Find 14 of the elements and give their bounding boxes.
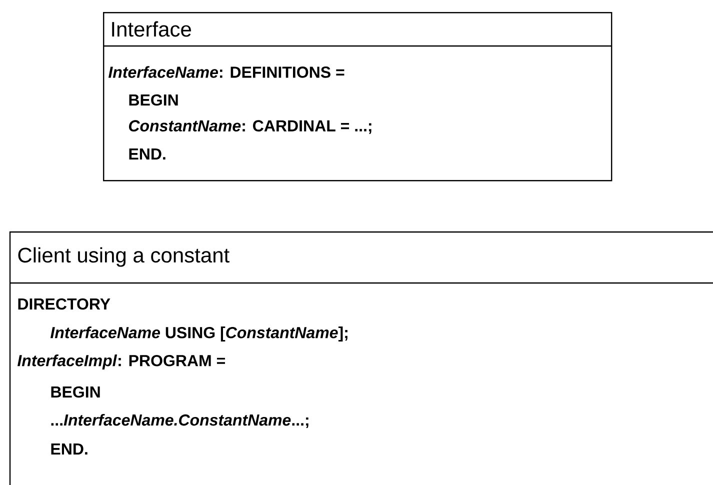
- box-title: Client using a constant: [18, 247, 230, 267]
- code-line: InterfaceName USING [ConstantName];: [50, 326, 348, 342]
- code-line: InterfaceName: DEFINITIONS =: [108, 66, 344, 78]
- code-line: InterfaceImpl: PROGRAM =: [18, 354, 225, 370]
- code-line: END.: [51, 443, 88, 454]
- box-title: Interface: [112, 21, 191, 37]
- code-line: BEGIN: [51, 386, 100, 398]
- code-box: [103, 12, 612, 182]
- code-line: ...InterfaceName.ConstantName...;: [51, 414, 308, 428]
- code-line: BEGIN: [129, 94, 178, 106]
- code-line: DIRECTORY: [18, 298, 110, 310]
- code-line: END.: [129, 148, 166, 160]
- code-line: ConstantName: CARDINAL = ...;: [129, 120, 372, 134]
- code-box: [9, 231, 713, 485]
